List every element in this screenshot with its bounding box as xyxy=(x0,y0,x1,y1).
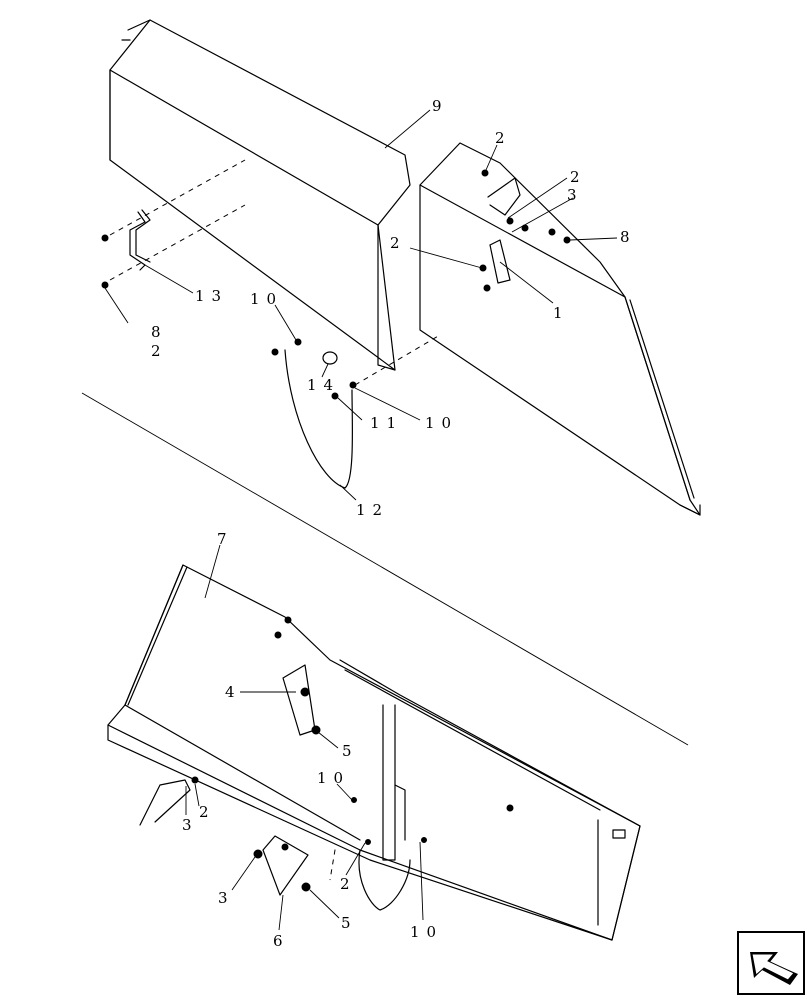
callout-2: 2 xyxy=(570,168,587,186)
callout-2: 2 xyxy=(340,875,357,893)
callout-3: 3 xyxy=(218,889,235,907)
callout-5: 5 xyxy=(341,914,358,932)
leader-lines xyxy=(104,109,618,931)
divider-line xyxy=(81,392,689,746)
callout-2: 2 xyxy=(199,803,216,821)
callout-14: 14 xyxy=(307,376,340,394)
callout-11: 11 xyxy=(370,414,403,432)
callout-9: 9 xyxy=(432,97,449,115)
callouts: 9 2 2 3 8 2 1 13 10 8 2 14 11 10 12 7 4 … xyxy=(151,97,637,950)
callout-13: 13 xyxy=(195,287,228,305)
callout-5: 5 xyxy=(342,742,359,760)
shield-panel-left xyxy=(109,19,411,371)
bracket-part-3-lower xyxy=(139,779,191,826)
callout-3: 3 xyxy=(182,816,199,834)
bolts-upper xyxy=(101,169,571,400)
knob-part-14 xyxy=(322,351,338,365)
callout-8: 8 xyxy=(620,228,637,246)
callout-7: 7 xyxy=(217,530,234,548)
callout-6: 6 xyxy=(273,932,290,950)
cable-part-12 xyxy=(284,349,354,489)
arrow-nav-icon[interactable] xyxy=(737,931,805,995)
callout-2: 2 xyxy=(151,342,168,360)
callout-2: 2 xyxy=(495,129,512,147)
callout-1: 1 xyxy=(553,304,570,322)
bracket-part-1 xyxy=(487,177,521,284)
bracket-part-6 xyxy=(262,835,309,896)
callout-4: 4 xyxy=(225,683,242,701)
callout-3: 3 xyxy=(567,186,584,204)
lower-shield-assembly xyxy=(107,564,641,941)
callout-8: 8 xyxy=(151,323,168,341)
callout-10: 10 xyxy=(250,290,283,308)
callout-2: 2 xyxy=(390,234,407,252)
shield-panel-right xyxy=(419,142,701,516)
callout-10: 10 xyxy=(425,414,458,432)
handle-part-13 xyxy=(129,209,151,271)
callout-12: 12 xyxy=(356,501,389,519)
callout-10: 10 xyxy=(410,923,443,941)
callout-10: 10 xyxy=(317,769,350,787)
